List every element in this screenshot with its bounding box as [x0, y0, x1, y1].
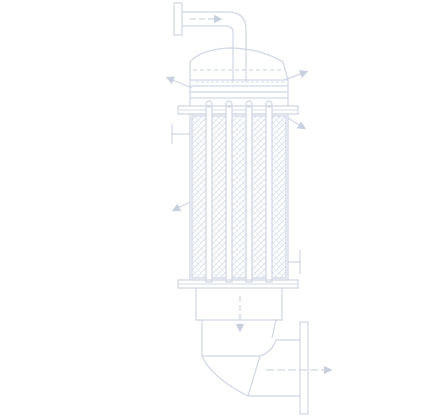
side-nozzles-icon	[171, 124, 301, 274]
outlet-flange-icon	[299, 321, 309, 415]
tube-sheet-top-icon	[177, 105, 299, 115]
dome-cap-icon	[189, 47, 289, 106]
inlet-pipe-top-icon	[173, 2, 247, 82]
transition-elbow-icon	[195, 288, 333, 397]
filter-tubes-icon	[189, 100, 289, 283]
flow-arrows-icon	[165, 70, 309, 212]
tube-sheet-bottom-icon	[177, 279, 299, 289]
